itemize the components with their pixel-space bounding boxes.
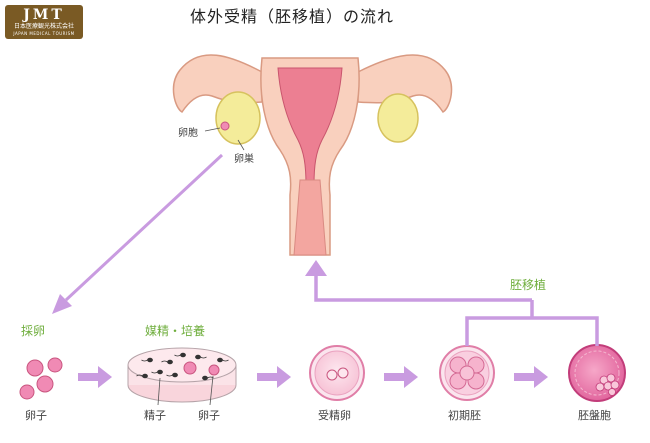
transfer-arrowhead [305, 260, 327, 276]
stage-heading-insemination: 媒精・培養 [145, 322, 205, 339]
fertilized-egg [310, 346, 364, 400]
cervical-canal [294, 180, 326, 255]
transfer-arrow [316, 272, 597, 346]
company-logo: JMT 日本医療観光株式会社 JAPAN MEDICAL TOURISM [5, 5, 83, 39]
ovary-label: 卵巣 [234, 150, 254, 165]
logo-company-english: JAPAN MEDICAL TOURISM [5, 31, 83, 37]
ovary-right [378, 94, 418, 142]
egg-in-dish [209, 365, 219, 375]
flow-arrow-1 [78, 366, 112, 388]
logo-mark: JMT [5, 8, 83, 23]
eggs-cluster [20, 358, 62, 399]
early-embryo [440, 346, 494, 400]
uterus-illustration [174, 55, 452, 255]
retrieval-arrow [52, 155, 222, 314]
caption-fertilized-egg: 受精卵 [318, 407, 351, 423]
flow-arrow-3 [384, 366, 418, 388]
follicle-label: 卵胞 [178, 124, 198, 139]
diagram-title: 体外受精（胚移植）の流れ [190, 3, 394, 27]
blastocyst [569, 345, 625, 401]
egg-in-dish [184, 362, 196, 374]
ovary-left [216, 92, 260, 144]
flow-arrow-2 [257, 366, 291, 388]
stage-heading-retrieval: 採卵 [21, 322, 45, 339]
logo-company-name: 日本医療観光株式会社 [5, 23, 83, 31]
caption-sperm: 精子 [144, 407, 166, 423]
caption-early-embryo: 初期胚 [448, 407, 481, 423]
caption-egg-dish: 卵子 [198, 407, 220, 423]
flow-arrow-4 [514, 366, 548, 388]
petri-dish [128, 348, 236, 405]
transfer-label: 胚移植 [510, 276, 546, 293]
follicle [221, 122, 229, 130]
caption-blastocyst: 胚盤胞 [578, 407, 611, 423]
caption-egg: 卵子 [25, 407, 47, 423]
